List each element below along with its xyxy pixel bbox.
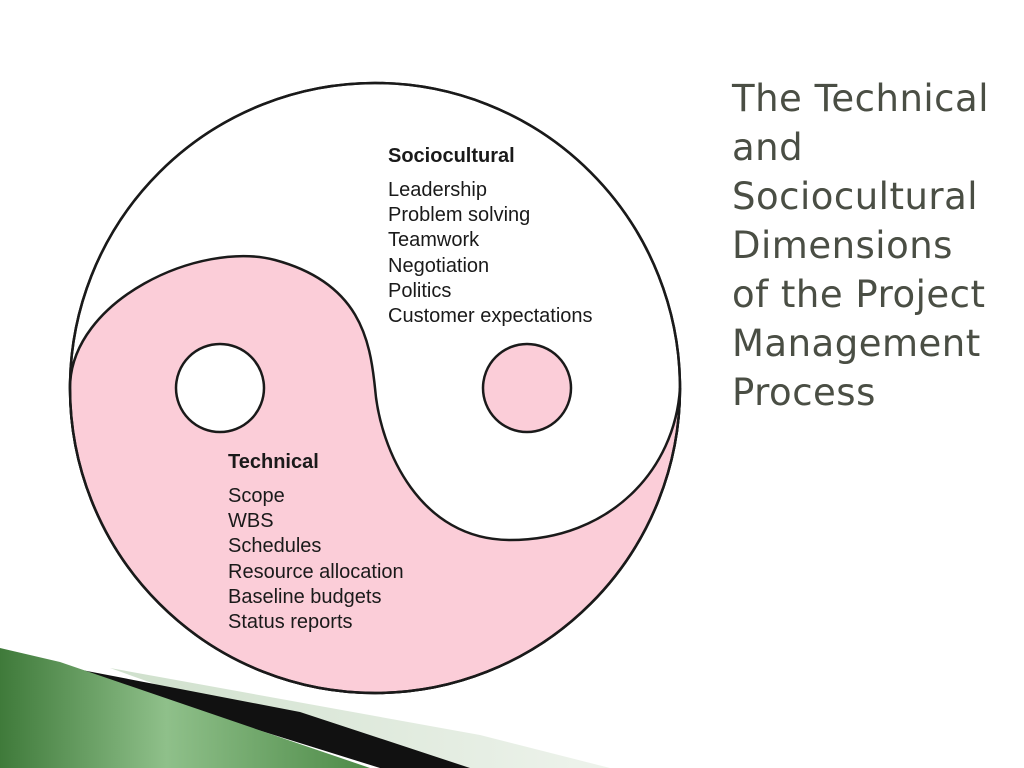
title-line: Dimensions — [732, 224, 953, 267]
list-item: Leadership — [388, 179, 487, 201]
list-item: Status reports — [228, 611, 353, 634]
title-line: of the Project — [732, 273, 986, 316]
list-item: Scope — [228, 485, 285, 507]
list-item: Schedules — [228, 535, 322, 558]
list-item: Problem solving — [388, 204, 531, 227]
list-item: WBS — [228, 510, 274, 533]
list-item: Negotiation — [388, 254, 490, 277]
list-item: Customer expectations — [388, 305, 593, 328]
list-item: Resource allocation — [228, 560, 404, 583]
sociocultural-eye-pink — [481, 342, 573, 434]
sociocultural-list: Leadership Problem solving Teamwork Nego… — [388, 178, 593, 329]
technical-eye-white — [174, 342, 266, 434]
title-line: Management — [732, 322, 981, 365]
list-item: Teamwork — [388, 229, 480, 252]
technical-list: Scope WBS Schedules Resource allocation … — [228, 484, 404, 635]
title-line: Process — [732, 371, 876, 414]
sociocultural-heading: Sociocultural — [388, 145, 515, 167]
technical-heading: Technical — [228, 451, 319, 473]
title-line: The Technical — [732, 77, 989, 120]
sociocultural-group: Sociocultural Leadership Problem solving… — [388, 145, 593, 329]
slide-title: The Technical and Sociocultural Dimensio… — [732, 74, 1022, 417]
title-line: and — [732, 126, 804, 169]
title-line: Sociocultural — [732, 175, 979, 218]
list-item: Baseline budgets — [228, 585, 382, 608]
list-item: Politics — [388, 279, 452, 302]
technical-group: Technical Scope WBS Schedules Resource a… — [228, 451, 404, 635]
